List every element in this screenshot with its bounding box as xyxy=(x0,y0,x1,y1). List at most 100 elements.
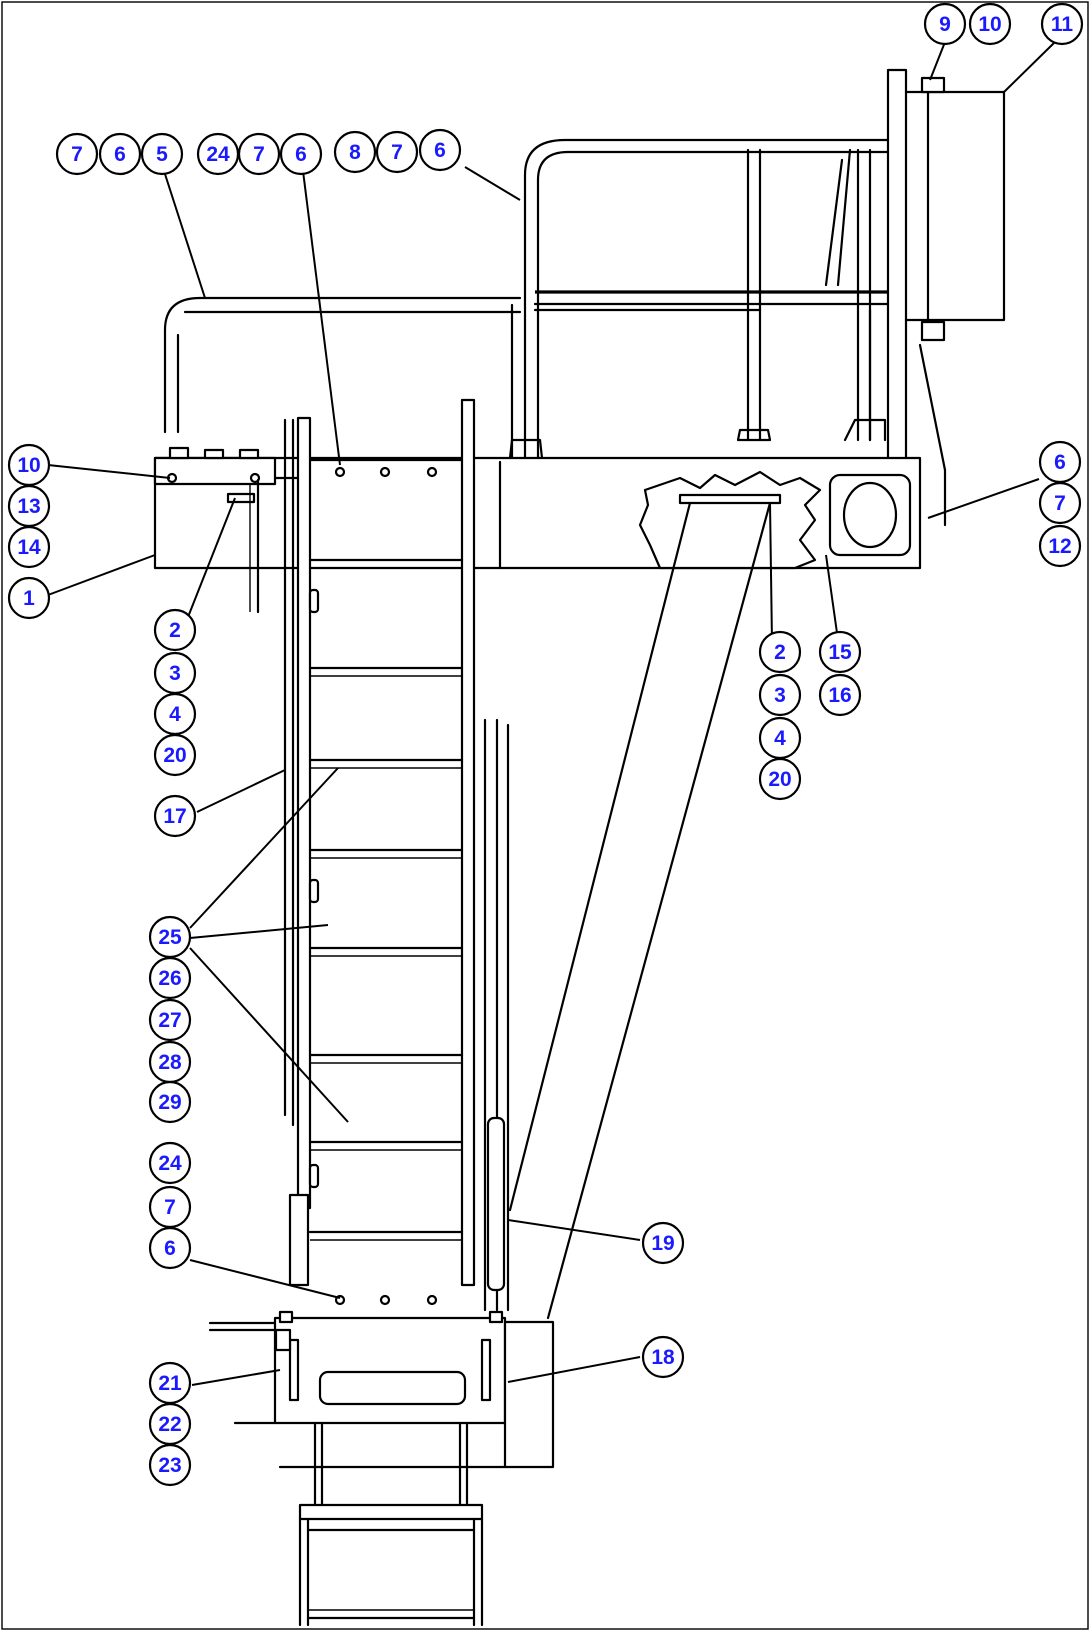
callout-label: 29 xyxy=(158,1091,181,1114)
callout-label: 20 xyxy=(163,744,186,767)
callout-label: 26 xyxy=(158,967,181,990)
callout-label: 3 xyxy=(774,684,786,707)
callout-label: 28 xyxy=(158,1051,182,1074)
callout-bubble-c1: 1 xyxy=(7,576,51,620)
callout-bubble-c10a: 10 xyxy=(968,2,1012,46)
callout-bubble-c8: 8 xyxy=(333,130,377,174)
callout-bubble-c14: 14 xyxy=(7,525,51,569)
callout-circle xyxy=(818,630,862,674)
callout-bubble-c7c: 7 xyxy=(375,130,419,174)
callout-bubble-c2a: 2 xyxy=(153,608,197,652)
callout-label: 6 xyxy=(295,143,307,166)
callout-label: 13 xyxy=(17,495,40,518)
callout-bubble-c20a: 20 xyxy=(153,733,197,777)
callout-label: 15 xyxy=(828,641,852,664)
callout-label: 11 xyxy=(1051,13,1074,36)
callout-bubble-c20b: 20 xyxy=(758,757,802,801)
callout-label: 12 xyxy=(1048,535,1071,558)
callout-label: 4 xyxy=(774,727,786,750)
callout-label: 22 xyxy=(158,1413,181,1436)
callout-circle xyxy=(641,1221,685,1265)
callout-label: 18 xyxy=(651,1346,675,1369)
callout-circle xyxy=(279,132,323,176)
callout-circle xyxy=(7,576,51,620)
callout-label: 27 xyxy=(158,1009,181,1032)
callout-circle xyxy=(148,1141,192,1185)
callout-circle xyxy=(148,1080,192,1124)
callout-bubble-c6e: 6 xyxy=(148,1226,192,1270)
callout-circle xyxy=(1040,2,1084,46)
callout-bubble-c7a: 7 xyxy=(55,132,99,176)
callout-bubble-c5: 5 xyxy=(140,132,184,176)
callout-label: 10 xyxy=(978,13,1001,36)
callout-circle xyxy=(148,1226,192,1270)
callout-circle xyxy=(237,132,281,176)
callout-bubble-c24b: 24 xyxy=(148,1141,192,1185)
callout-bubble-c16: 16 xyxy=(818,673,862,717)
mounting-box xyxy=(926,90,1006,322)
bottom-step-box xyxy=(273,1316,507,1425)
callout-label: 7 xyxy=(391,141,403,164)
callout-label: 2 xyxy=(774,641,786,664)
callout-circle xyxy=(153,794,197,838)
callout-label: 23 xyxy=(158,1454,181,1477)
callout-label: 24 xyxy=(158,1152,182,1175)
callout-circle xyxy=(758,630,802,674)
callout-bubble-c18: 18 xyxy=(641,1335,685,1379)
callout-circle xyxy=(7,525,51,569)
callout-bubble-c21: 21 xyxy=(148,1361,192,1405)
callout-bubble-c12: 12 xyxy=(1038,524,1082,568)
callout-circle xyxy=(148,998,192,1042)
callout-label: 6 xyxy=(1054,451,1066,474)
callout-label: 1 xyxy=(23,587,35,610)
callout-bubble-c7d: 7 xyxy=(1038,481,1082,525)
callout-bubble-c26: 26 xyxy=(148,956,192,1000)
callout-label: 17 xyxy=(163,805,186,828)
diagonal-brace xyxy=(508,501,692,1212)
callout-bubble-c9: 9 xyxy=(923,2,967,46)
callout-circle xyxy=(1038,524,1082,568)
callout-circle xyxy=(148,1443,192,1487)
callout-label: 20 xyxy=(768,768,791,791)
callout-bubble-c3b: 3 xyxy=(758,673,802,717)
callout-label: 7 xyxy=(71,143,83,166)
callout-label: 24 xyxy=(206,143,230,166)
callout-circle xyxy=(153,733,197,777)
callout-label: 6 xyxy=(164,1237,176,1260)
callout-label: 6 xyxy=(114,143,126,166)
drawing-linework xyxy=(153,68,1006,1627)
ladder-rungs xyxy=(308,558,464,1241)
callout-bubble-c17: 17 xyxy=(153,794,197,838)
callout-bubble-c6c: 6 xyxy=(418,128,462,172)
callout-circle xyxy=(758,757,802,801)
callout-circle xyxy=(153,608,197,652)
callout-bubble-c19: 19 xyxy=(641,1221,685,1265)
callout-label: 21 xyxy=(158,1372,182,1395)
callout-circle xyxy=(641,1335,685,1379)
callout-bubble-c11: 11 xyxy=(1040,2,1084,46)
access-hole xyxy=(828,473,912,557)
callout-bubble-c23: 23 xyxy=(148,1443,192,1487)
callout-circle xyxy=(1038,481,1082,525)
callout-bubble-c28: 28 xyxy=(148,1040,192,1084)
callout-label: 5 xyxy=(156,143,168,166)
ladder-left-stile xyxy=(296,416,312,1210)
ladder-right-stile xyxy=(460,398,476,1287)
callout-label: 8 xyxy=(349,141,361,164)
callout-circle xyxy=(98,132,142,176)
callout-circle xyxy=(148,956,192,1000)
callout-label: 3 xyxy=(169,662,181,685)
callout-bubble-c25: 25 xyxy=(148,915,192,959)
vertical-mount-post xyxy=(886,68,908,527)
callout-bubble-c4a: 4 xyxy=(153,692,197,736)
callout-label: 9 xyxy=(939,13,951,36)
callout-circle xyxy=(333,130,377,174)
callout-label: 7 xyxy=(1054,492,1066,515)
callout-bubble-c7e: 7 xyxy=(148,1185,192,1229)
callout-circle xyxy=(418,128,462,172)
callout-circle xyxy=(968,2,1012,46)
callout-bubble-c2b: 2 xyxy=(758,630,802,674)
